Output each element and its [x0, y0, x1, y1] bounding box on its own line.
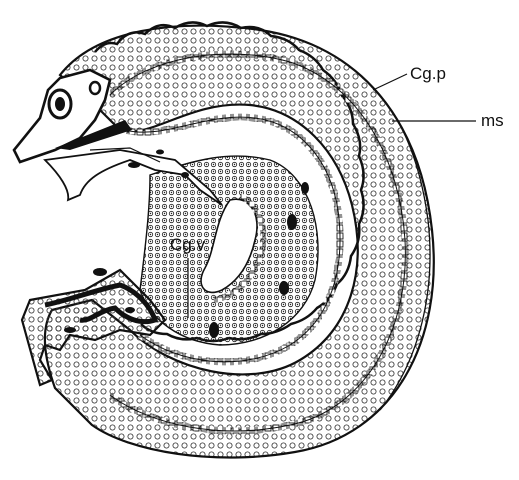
label-cg-v: Cg.v [170, 236, 205, 253]
leader-cg-p [373, 74, 407, 90]
nucleus-3 [279, 281, 289, 295]
head-spot [90, 82, 100, 94]
label-ms: ms [481, 112, 504, 129]
lower-nucleus-3 [125, 307, 135, 313]
lower-nucleus-2 [64, 327, 76, 333]
nucleus-2 [301, 182, 309, 194]
label-cg-p: Cg.p [410, 65, 446, 82]
nucleus-4 [209, 322, 219, 338]
lower-nucleus-1 [93, 268, 107, 276]
head-eye-inner [55, 97, 65, 111]
nucleus-1 [287, 214, 297, 230]
